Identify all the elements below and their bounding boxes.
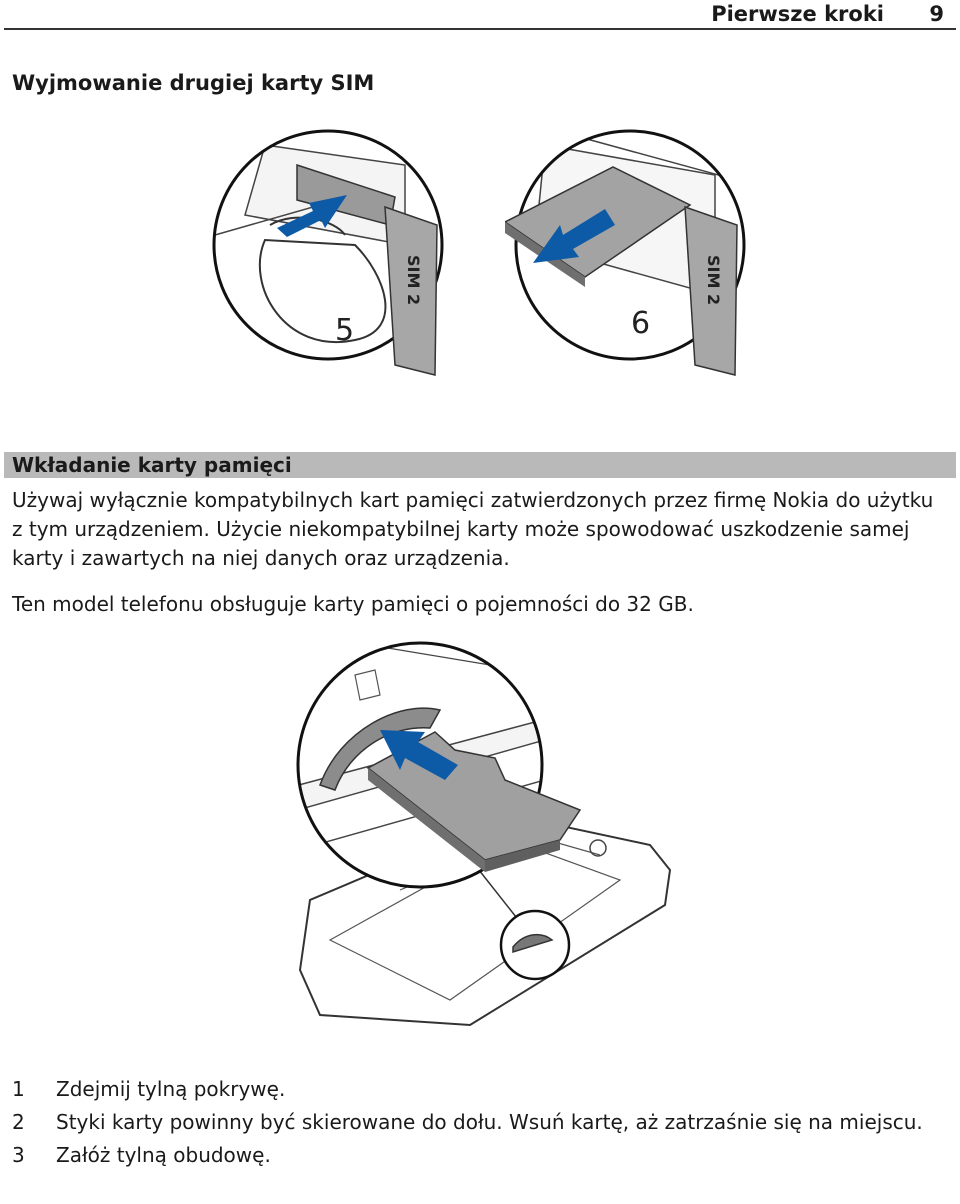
step-list: 1 Zdejmij tylną pokrywę. 2 Styki karty p… — [12, 1075, 942, 1174]
compatibility-paragraph: Używaj wyłącznie kompatybilnych kart pam… — [12, 488, 934, 570]
memory-card-title: Wkładanie karty pamięci — [12, 453, 292, 477]
push-arrow-icon — [277, 195, 347, 237]
step-number: 3 — [12, 1143, 25, 1167]
sim-tray-label: SIM 2 — [704, 255, 723, 305]
step-text: Załóż tylną obudowę. — [56, 1143, 271, 1167]
list-item: 3 Załóż tylną obudowę. — [12, 1141, 942, 1170]
step-number-label: 5 — [335, 313, 354, 348]
step-number-label: 6 — [631, 306, 650, 341]
step-text: Styki karty powinny być skierowane do do… — [56, 1110, 923, 1134]
step-number: 1 — [12, 1077, 25, 1101]
capacity-paragraph: Ten model telefonu obsługuje karty pamię… — [12, 592, 694, 616]
pull-arrow-icon — [533, 209, 615, 263]
section-name: Pierwsze kroki — [711, 2, 884, 26]
list-item: 1 Zdejmij tylną pokrywę. — [12, 1075, 942, 1104]
sim-removal-title: Wyjmowanie drugiej karty SIM — [12, 71, 375, 95]
list-item: 2 Styki karty powinny być skierowane do … — [12, 1108, 942, 1137]
memory-card-figure — [296, 641, 672, 1027]
sim-tray-label: SIM 2 — [404, 255, 423, 305]
step-number: 2 — [12, 1110, 25, 1134]
memory-card-section-band: Wkładanie karty pamięci — [4, 452, 956, 478]
page-number: 9 — [929, 2, 944, 26]
sim-figure-step-5: SIM 2 5 — [212, 129, 444, 376]
sim-figure-step-6: SIM 2 6 — [505, 129, 746, 376]
page-header: Pierwsze kroki 9 — [4, 0, 956, 30]
insert-arrow-icon — [380, 730, 458, 780]
step-text: Zdejmij tylną pokrywę. — [56, 1077, 286, 1101]
